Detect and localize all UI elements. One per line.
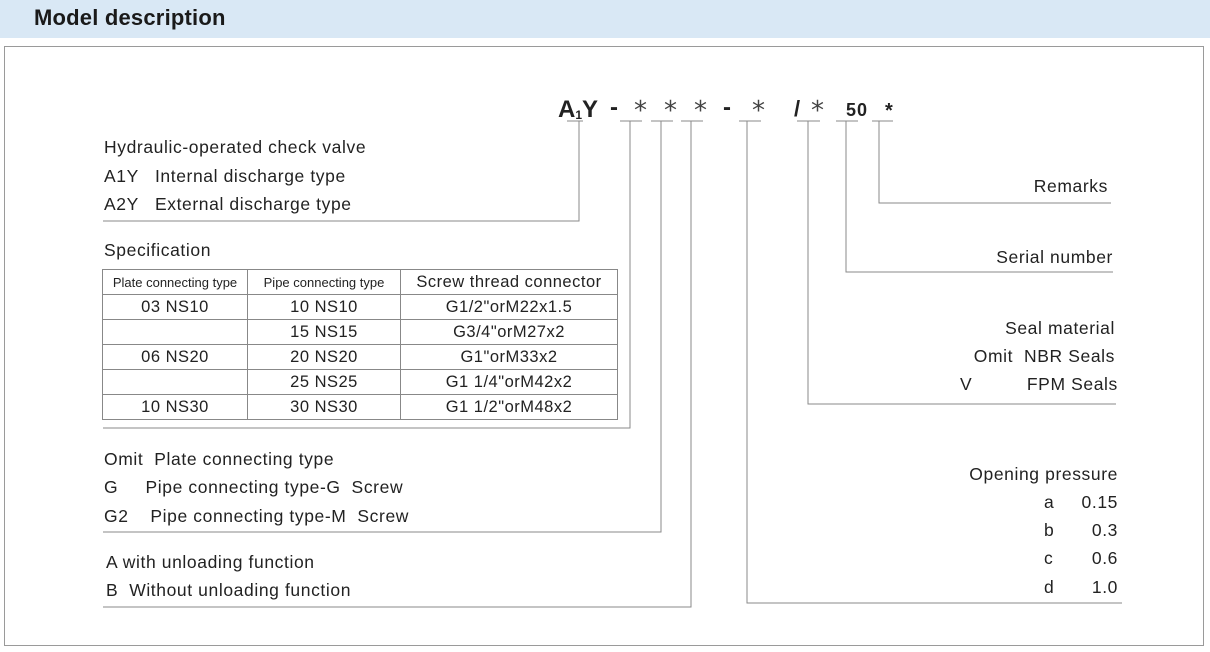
connect-g: G Pipe connecting type-G Screw bbox=[104, 477, 404, 497]
table-row: 03 NS10 10 NS10 G1/2"orM22x1.5 bbox=[102, 294, 618, 320]
table-cell: 20 NS20 bbox=[247, 344, 401, 370]
connect-omit: Omit Plate connecting type bbox=[104, 449, 335, 469]
table-cell: G1 1/2"orM48x2 bbox=[400, 394, 618, 420]
serial-label: Serial number bbox=[996, 247, 1113, 267]
code-dash-1: - bbox=[610, 94, 618, 121]
table-cell: 30 NS30 bbox=[247, 394, 401, 420]
header-bar: Model description bbox=[0, 0, 1210, 38]
table-cell: 15 NS15 bbox=[247, 319, 401, 345]
table-cell: G3/4"orM27x2 bbox=[400, 319, 618, 345]
code-dash-2: - bbox=[723, 94, 731, 121]
code-star-remarks: * bbox=[885, 100, 893, 122]
table-cell: 03 NS10 bbox=[102, 294, 248, 320]
opening-key-b: b bbox=[1044, 520, 1055, 540]
table-row: 06 NS20 20 NS20 G1"orM33x2 bbox=[102, 344, 618, 370]
valve-type-a2y: A2Y External discharge type bbox=[104, 194, 352, 214]
code-slash: / bbox=[794, 96, 801, 121]
table-cell: 10 NS10 bbox=[247, 294, 401, 320]
opening-val-b: 0.3 bbox=[1091, 520, 1118, 540]
remarks-label: Remarks bbox=[1033, 176, 1108, 196]
opening-val-c: 0.6 bbox=[1091, 548, 1118, 568]
table-cell: G1/2"orM22x1.5 bbox=[400, 294, 618, 320]
valve-type-heading: Hydraulic-operated check valve bbox=[104, 137, 367, 157]
code-star-pressure: * bbox=[752, 96, 765, 126]
spec-table-header: Plate connecting type Pipe connecting ty… bbox=[102, 269, 618, 295]
opening-val-a: 0.15 bbox=[1081, 492, 1118, 512]
table-cell: 06 NS20 bbox=[102, 344, 248, 370]
table-cell bbox=[102, 369, 248, 395]
code-star-connection: * bbox=[634, 96, 647, 126]
valve-type-a1y: A1Y Internal discharge type bbox=[104, 166, 346, 186]
code-serial: 50 bbox=[846, 100, 869, 120]
opening-key-c: c bbox=[1044, 548, 1054, 568]
unload-a: A with unloading function bbox=[106, 552, 315, 572]
opening-key-a: a bbox=[1044, 492, 1055, 512]
spec-col-plate: Plate connecting type bbox=[102, 269, 248, 295]
connect-g2: G2 Pipe connecting type-M Screw bbox=[104, 506, 410, 526]
code-star-seal: * bbox=[811, 96, 824, 126]
table-cell: G1 1/4"orM42x2 bbox=[400, 369, 618, 395]
table-row: 15 NS15 G3/4"orM27x2 bbox=[102, 319, 618, 345]
seal-nbr: Omit NBR Seals bbox=[973, 346, 1115, 366]
opening-val-d: 1.0 bbox=[1091, 577, 1118, 597]
table-cell: 10 NS30 bbox=[102, 394, 248, 420]
opening-key-d: d bbox=[1044, 577, 1055, 597]
code-prefix: A1Y bbox=[558, 96, 599, 123]
seal-heading: Seal material bbox=[1005, 318, 1115, 338]
content-frame bbox=[4, 46, 1204, 646]
unload-b: B Without unloading function bbox=[106, 580, 352, 600]
table-row: 10 NS30 30 NS30 G1 1/2"orM48x2 bbox=[102, 394, 618, 420]
table-row: 25 NS25 G1 1/4"orM42x2 bbox=[102, 369, 618, 395]
page-title: Model description bbox=[34, 5, 226, 30]
table-cell bbox=[102, 319, 248, 345]
spec-table: Plate connecting type Pipe connecting ty… bbox=[102, 269, 618, 420]
spec-col-pipe: Pipe connecting type bbox=[247, 269, 401, 295]
spec-col-screw: Screw thread connector bbox=[400, 269, 618, 295]
table-cell: 25 NS25 bbox=[247, 369, 401, 395]
code-star-spec: * bbox=[664, 96, 677, 126]
table-cell: G1"orM33x2 bbox=[400, 344, 618, 370]
code-star-unloading: * bbox=[694, 96, 707, 126]
seal-fpm: V FPM Seals bbox=[960, 374, 1118, 394]
spec-heading: Specification bbox=[104, 240, 212, 260]
opening-heading: Opening pressure bbox=[969, 464, 1118, 484]
